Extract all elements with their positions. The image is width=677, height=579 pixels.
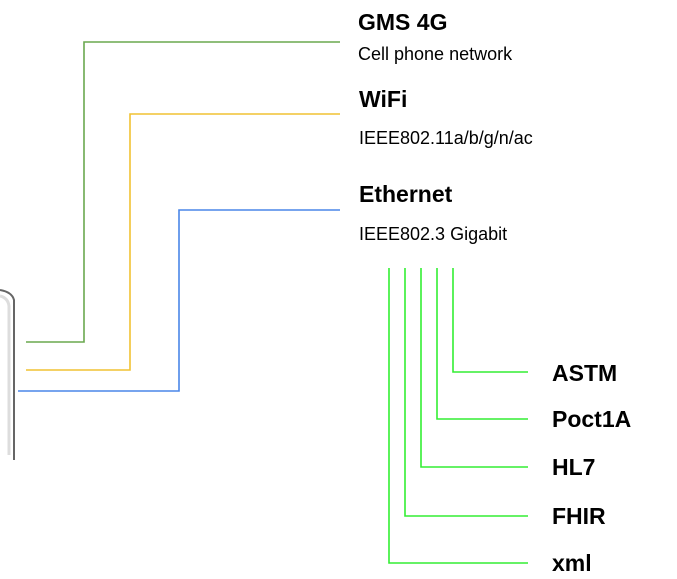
wifi-subtitle: IEEE802.11a/b/g/n/ac: [359, 128, 533, 148]
ethernet-connection-line: [18, 209, 340, 392]
device-edge: [0, 289, 15, 460]
poct1a-connection-line: [436, 268, 528, 420]
protocol-label-hl7: HL7: [552, 454, 596, 480]
protocol-label-astm: ASTM: [552, 360, 618, 386]
ethernet-subtitle: IEEE802.3 Gigabit: [359, 224, 508, 244]
ethernet-title: Ethernet: [359, 181, 453, 207]
wifi-connection-line: [26, 113, 340, 371]
gsm-subtitle: Cell phone network: [358, 44, 513, 64]
fhir-connection-line: [404, 268, 528, 517]
protocol-label-fhir: FHIR: [552, 503, 606, 529]
astm-connection-line: [452, 268, 528, 373]
gsm-title: GMS 4G: [358, 9, 448, 35]
hl7-connection-line: [420, 268, 528, 468]
protocol-label-xml: xml: [552, 550, 592, 576]
wifi-title: WiFi: [359, 86, 408, 112]
xml-connection-line: [388, 268, 528, 564]
protocol-label-poct1a: Poct1A: [552, 406, 632, 432]
device-edge-shadow: [0, 294, 11, 455]
gsm-connection-line: [26, 41, 340, 343]
